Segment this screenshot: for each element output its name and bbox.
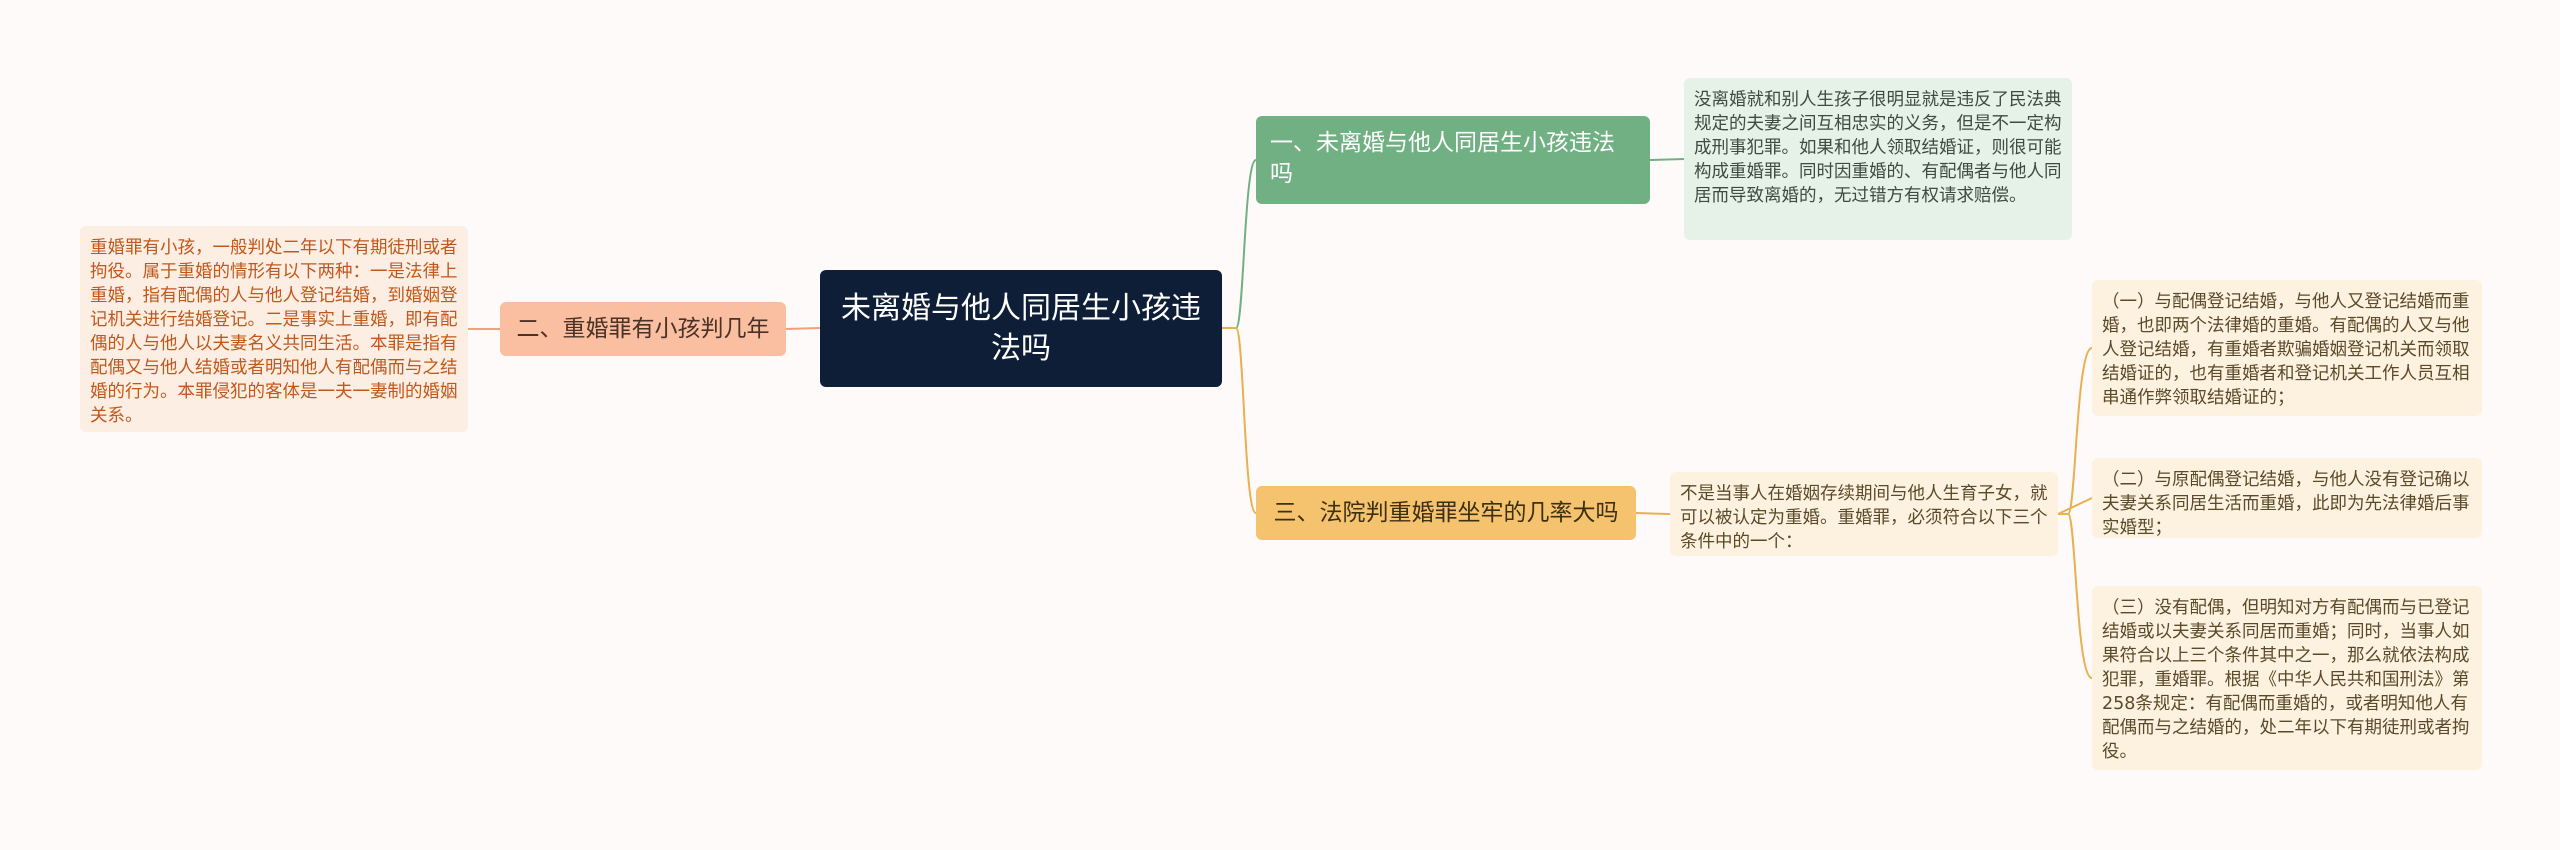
condition-3-text: （三）没有配偶，但明知对方有配偶而与已登记结婚或以夫妻关系同居而重婚；同时，当事… [2102, 598, 2470, 762]
branch-1-detail[interactable]: 没离婚就和别人生孩子很明显就是违反了民法典规定的夫妻之间互相忠实的义务，但是不一… [1684, 78, 2072, 240]
condition-2[interactable]: （二）与原配偶登记结婚，与他人没有登记确以夫妻关系同居生活而重婚，此即为先法律婚… [2092, 458, 2482, 538]
link-detail-condition3 [2058, 513, 2093, 679]
link-root-branch1 [1222, 159, 1257, 329]
link-branch1-detail [1649, 158, 1685, 161]
link-root-branch2 [785, 327, 821, 330]
condition-3[interactable]: （三）没有配偶，但明知对方有配偶而与已登记结婚或以夫妻关系同居而重婚；同时，当事… [2092, 586, 2482, 770]
branch-2-detail[interactable]: 重婚罪有小孩，一般判处二年以下有期徒刑或者拘役。属于重婚的情形有以下两种：一是法… [80, 226, 468, 432]
branch-3-detail-text: 不是当事人在婚姻存续期间与他人生育子女，就可以被认定为重婚。重婚罪，必须符合以下… [1680, 484, 2048, 552]
branch-2-topic[interactable]: 二、重婚罪有小孩判几年 [500, 302, 786, 356]
branch-1-label: 一、未离婚与他人同居生小孩违法吗 [1270, 130, 1615, 187]
condition-1[interactable]: （一）与配偶登记结婚，与他人又登记结婚而重婚，也即两个法律婚的重婚。有配偶的人又… [2092, 280, 2482, 416]
branch-1-detail-text: 没离婚就和别人生孩子很明显就是违反了民法典规定的夫妻之间互相忠实的义务，但是不一… [1694, 90, 2062, 206]
link-branch3-detail [1635, 512, 1671, 515]
branch-3-topic[interactable]: 三、法院判重婚罪坐牢的几率大吗 [1256, 486, 1636, 540]
root-topic[interactable]: 未离婚与他人同居生小孩违法吗 [820, 270, 1222, 387]
link-detail-condition1 [2058, 347, 2093, 515]
root-topic-label: 未离婚与他人同居生小孩违法吗 [841, 290, 1201, 366]
branch-2-detail-text: 重婚罪有小孩，一般判处二年以下有期徒刑或者拘役。属于重婚的情形有以下两种：一是法… [90, 238, 458, 426]
branch-2-label: 二、重婚罪有小孩判几年 [516, 316, 770, 342]
branch-3-detail[interactable]: 不是当事人在婚姻存续期间与他人生育子女，就可以被认定为重婚。重婚罪，必须符合以下… [1670, 472, 2058, 556]
condition-1-text: （一）与配偶登记结婚，与他人又登记结婚而重婚，也即两个法律婚的重婚。有配偶的人又… [2102, 292, 2470, 408]
link-detail-condition2 [2057, 497, 2093, 515]
branch-3-label: 三、法院判重婚罪坐牢的几率大吗 [1273, 500, 1619, 526]
branch-1-topic[interactable]: 一、未离婚与他人同居生小孩违法吗 [1256, 116, 1650, 204]
link-root-branch3 [1222, 327, 1257, 514]
condition-2-text: （二）与原配偶登记结婚，与他人没有登记确以夫妻关系同居生活而重婚，此即为先法律婚… [2102, 470, 2470, 538]
